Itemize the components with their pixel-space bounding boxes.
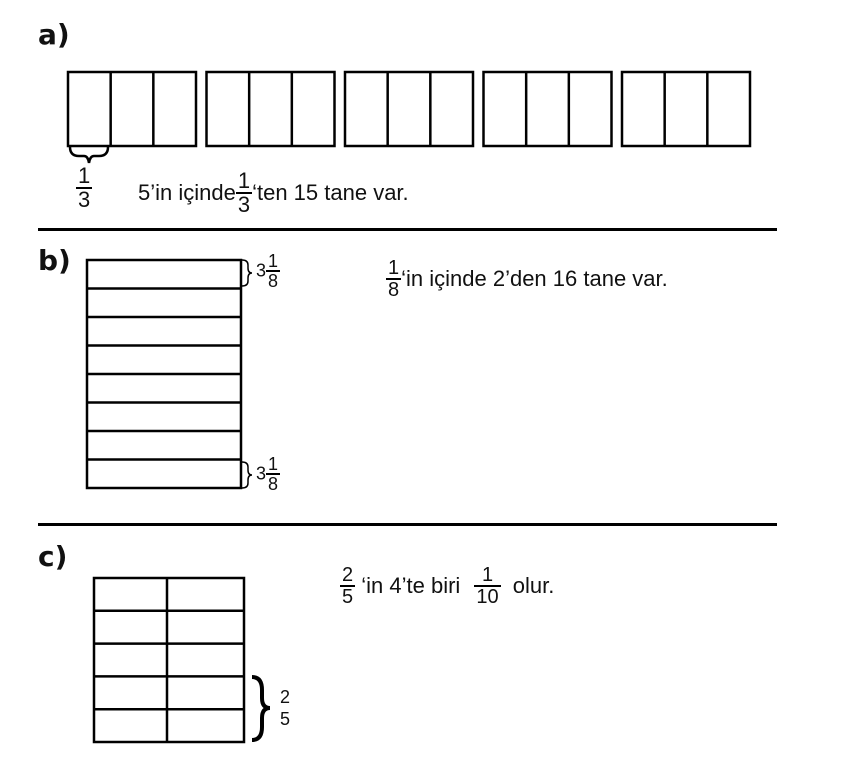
part-c-brace-label: 2 5 [280,686,290,730]
part-b-label: b) [38,244,71,277]
part-c-rectangle [92,576,246,744]
part-c-grid [92,576,246,744]
part-c-sentence-mid: ‘in 4’te biri [361,573,461,598]
fraction-numerator: 1 [268,454,279,474]
divider-line [38,523,777,526]
fraction-denominator: 8 [266,270,281,291]
fraction-denominator: 3 [235,192,253,217]
part-a-label: a) [38,18,70,51]
part-a-brace [68,146,110,164]
mixed-whole: 3 [256,260,267,281]
fraction-denominator: 5 [340,585,356,608]
part-b-strips [85,258,243,490]
part-a-group-box [66,70,198,148]
fraction-numerator: 1 [481,564,494,586]
fraction-denominator: 8 [386,278,402,301]
fraction-numerator: 1 [78,163,91,188]
part-b-sentence-post: ‘in içinde 2’den 16 tane var. [401,266,668,291]
part-b-top-brace [241,259,253,287]
fraction-numerator: 1 [388,257,400,279]
fraction-denominator: 8 [266,473,281,494]
fraction-numerator: 2 [280,687,291,707]
mixed-whole: 3 [256,463,267,484]
fraction-numerator: 2 [342,564,354,586]
part-a-sentence-pre: 5’in içinde [138,180,236,205]
part-a-group-box [620,70,752,148]
part-a-sentence-post: ‘ten 15 tane var. [252,180,409,205]
fraction-denominator: 5 [280,709,291,729]
fraction-denominator: 10 [474,585,501,608]
fraction-numerator: 1 [237,168,251,193]
divider-line [38,228,777,231]
part-a-groups [66,70,752,148]
part-a-group-box [482,70,613,148]
fraction-numerator: 1 [268,251,279,271]
part-c-brace [251,675,271,742]
part-c-label: c) [38,540,68,573]
part-a-group-box [205,70,336,148]
fraction-denominator: 3 [76,187,93,212]
part-a-group-box [343,70,475,148]
part-c-sentence-post: olur. [512,573,555,598]
part-b-bottom-brace [241,461,253,489]
